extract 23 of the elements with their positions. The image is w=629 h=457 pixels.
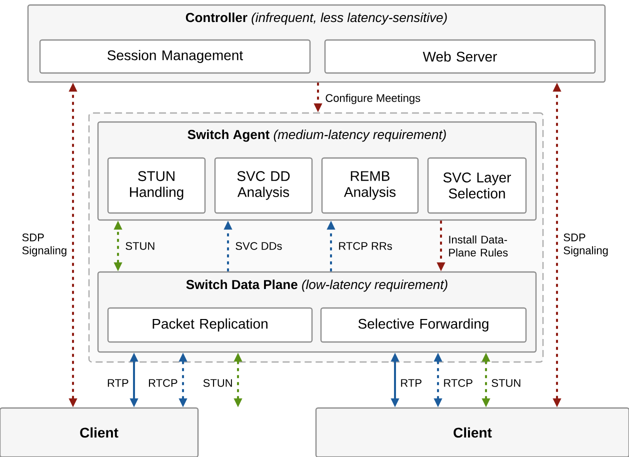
edge-label: STUN bbox=[203, 379, 232, 387]
module-box: SVC DD Analysis bbox=[214, 157, 313, 214]
module-box: Session Management bbox=[39, 39, 311, 74]
edge-label: SDP Signaling bbox=[22, 234, 66, 256]
module-box: SVC Layer Selection bbox=[427, 157, 527, 214]
module-box: Web Server bbox=[324, 39, 596, 74]
client-box: Client bbox=[0, 407, 199, 457]
edge-label: SVC DDs bbox=[236, 242, 282, 250]
edge-label: RTP bbox=[108, 379, 128, 387]
edge-label: RTCP bbox=[444, 379, 472, 387]
edge-label: RTCP RRs bbox=[339, 242, 392, 250]
edge-label: SDP Signaling bbox=[564, 234, 608, 256]
edge-label: Install Data-Plane Rules bbox=[449, 235, 508, 257]
edge-label: RTCP bbox=[148, 379, 178, 387]
edge-label: RTP bbox=[401, 379, 422, 387]
edge-label: Configure Meetings bbox=[326, 94, 420, 104]
module-box: STUN Handling bbox=[107, 157, 206, 214]
edge-label: STUN bbox=[126, 242, 154, 250]
module-box: Selective Forwarding bbox=[320, 307, 527, 343]
edge-label: STUN bbox=[492, 379, 520, 387]
module-box: Packet Replication bbox=[107, 307, 313, 343]
module-box: REMB Analysis bbox=[321, 157, 419, 214]
client-box: Client bbox=[315, 407, 629, 457]
